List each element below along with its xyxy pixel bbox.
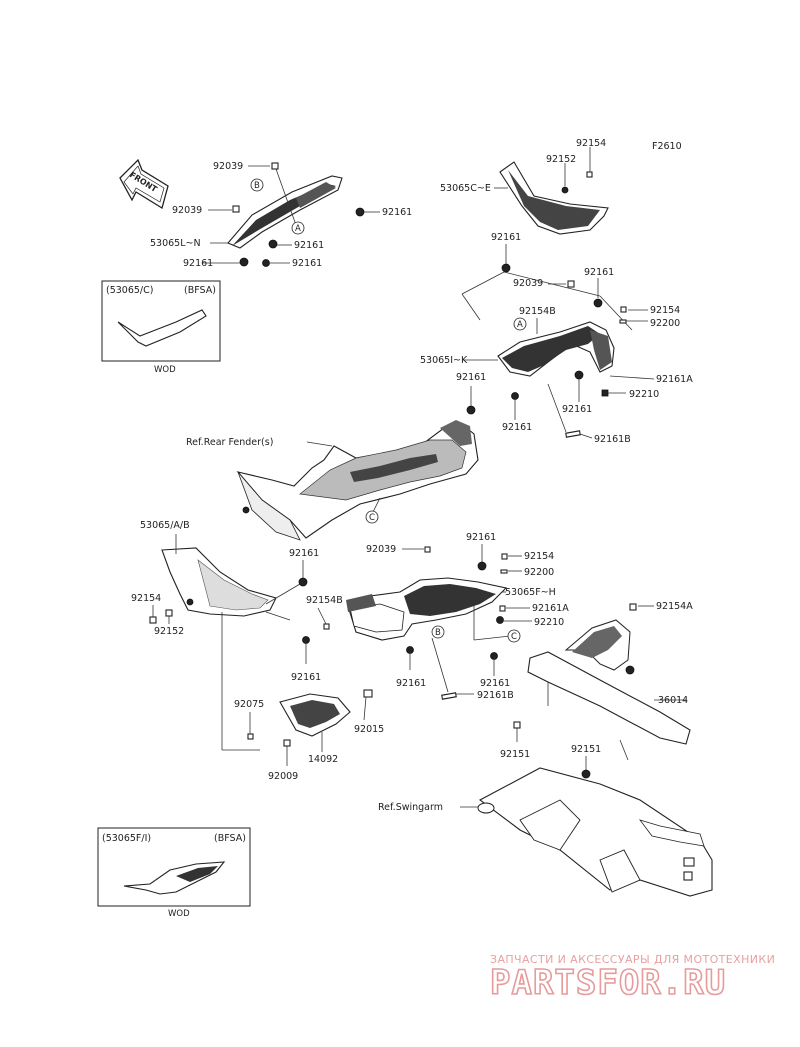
leaders-top-left <box>203 165 380 264</box>
callout-92161: 92161 <box>480 678 510 689</box>
callout-92161: 92161 <box>584 267 614 278</box>
callout-92154: 92154 <box>524 551 554 562</box>
callout-92161: 92161 <box>294 240 324 251</box>
callout-92154A: 92154A <box>656 601 693 612</box>
callout-92161A: 92161A <box>532 603 569 614</box>
leaders-side-left <box>152 560 327 664</box>
callout-92161: 92161 <box>396 678 426 689</box>
callout-92161: 92161 <box>382 207 412 218</box>
inset-variant: (BFSA) <box>184 285 216 296</box>
callout-92200: 92200 <box>524 567 554 578</box>
svg-text:A: A <box>517 320 523 330</box>
cover-53065LN <box>227 175 343 249</box>
svg-text:C: C <box>511 632 517 642</box>
callout-92161: 92161 <box>562 404 592 415</box>
callout-92161A: 92161A <box>656 374 693 385</box>
fasteners-side-right <box>406 546 508 700</box>
callout-53065CE: 53065C~E <box>440 183 491 194</box>
side-cover-53065AB <box>161 547 277 617</box>
callout-92009: 92009 <box>268 771 298 782</box>
callout-92154B: 92154B <box>519 306 556 317</box>
callout-92152: 92152 <box>154 626 184 637</box>
callout-92075: 92075 <box>234 699 264 710</box>
callout-92161: 92161 <box>291 672 321 683</box>
callout-92151: 92151 <box>571 744 601 755</box>
callout-92161: 92161 <box>183 258 213 269</box>
side-cover-53065FH <box>346 577 508 641</box>
leaders-swingarm <box>460 605 686 808</box>
front-arrow-icon: FRONT <box>119 158 169 210</box>
callout-92161: 92161 <box>292 258 322 269</box>
leaders-side-right <box>402 544 532 695</box>
svg-text:B: B <box>254 181 260 191</box>
callout-92154: 92154 <box>650 305 680 316</box>
swingarm <box>477 767 713 897</box>
callout-92210: 92210 <box>629 389 659 400</box>
callout-92210: 92210 <box>534 617 564 628</box>
svg-text:B: B <box>435 628 441 638</box>
callout-92151: 92151 <box>500 749 530 760</box>
callout-53065FH: 53065F~H <box>505 587 556 598</box>
callout-92039: 92039 <box>513 278 543 289</box>
frame-box-rear <box>461 271 633 331</box>
ref-circle-b: B <box>250 178 264 192</box>
callout-92161: 92161 <box>491 232 521 243</box>
figure-code: F2610 <box>652 141 682 152</box>
ref-rear-fender: Ref.Rear Fender(s) <box>186 437 273 448</box>
callout-53065IK: 53065I~K <box>420 355 468 366</box>
callout-92161: 92161 <box>289 548 319 559</box>
callout-92200: 92200 <box>650 318 680 329</box>
callout-53065LN: 53065L~N <box>150 238 201 249</box>
ref-circle-c: C <box>507 629 521 643</box>
cover-53065CE <box>499 161 609 235</box>
inset-variant: (BFSA) <box>214 833 246 844</box>
rear-fender <box>236 420 479 541</box>
fasteners-rear <box>466 306 627 438</box>
cover-53065IK <box>497 321 615 377</box>
inset-code: (53065F/I) <box>102 833 151 844</box>
leaders-rear <box>462 309 655 439</box>
watermark-logo: PARTSFOR.RU <box>490 963 726 1003</box>
svg-text:A: A <box>295 224 301 234</box>
callout-92154B: 92154B <box>306 595 343 606</box>
callout-92015: 92015 <box>354 724 384 735</box>
callout-36014: 36014 <box>658 695 688 706</box>
ref-circle-c: C <box>365 510 379 524</box>
callout-53065AB: 53065/A/B <box>140 520 190 531</box>
callout-92161B: 92161B <box>477 690 514 701</box>
callout-92039: 92039 <box>366 544 396 555</box>
callout-92161: 92161 <box>502 422 532 433</box>
ref-swingarm: Ref.Swingarm <box>378 802 443 813</box>
callout-92039: 92039 <box>213 161 243 172</box>
inset-code: (53065/C) <box>106 285 153 296</box>
fasteners-top-right <box>501 171 603 308</box>
watermark-tagline: ЗАПЧАСТИ И АКСЕССУАРЫ ДЛЯ МОТОТЕХНИКИ <box>490 953 775 966</box>
fasteners-top-left <box>232 162 365 267</box>
callout-92161: 92161 <box>466 532 496 543</box>
svg-text:C: C <box>369 513 375 523</box>
ref-circle-a: A <box>291 221 305 235</box>
inset-finish: WOD <box>154 365 176 375</box>
ref-circle-b: B <box>431 625 445 639</box>
inset-finish: WOD <box>168 909 190 919</box>
callout-92154: 92154 <box>576 138 606 149</box>
callout-92161B: 92161B <box>594 434 631 445</box>
chain-guard-36014 <box>527 603 691 745</box>
cover-14092 <box>247 689 373 747</box>
callout-92154: 92154 <box>131 593 161 604</box>
callout-14092: 14092 <box>308 754 338 765</box>
callout-92161: 92161 <box>456 372 486 383</box>
leaders-14092 <box>249 696 367 766</box>
callout-92039: 92039 <box>172 205 202 216</box>
ref-circle-a: A <box>513 317 527 331</box>
inset-53065C: (53065/C) (BFSA) WOD <box>101 280 221 375</box>
callout-92152: 92152 <box>546 154 576 165</box>
frame-box-side <box>175 534 301 751</box>
inset-53065F: (53065F/I) (BFSA) WOD <box>97 827 251 919</box>
